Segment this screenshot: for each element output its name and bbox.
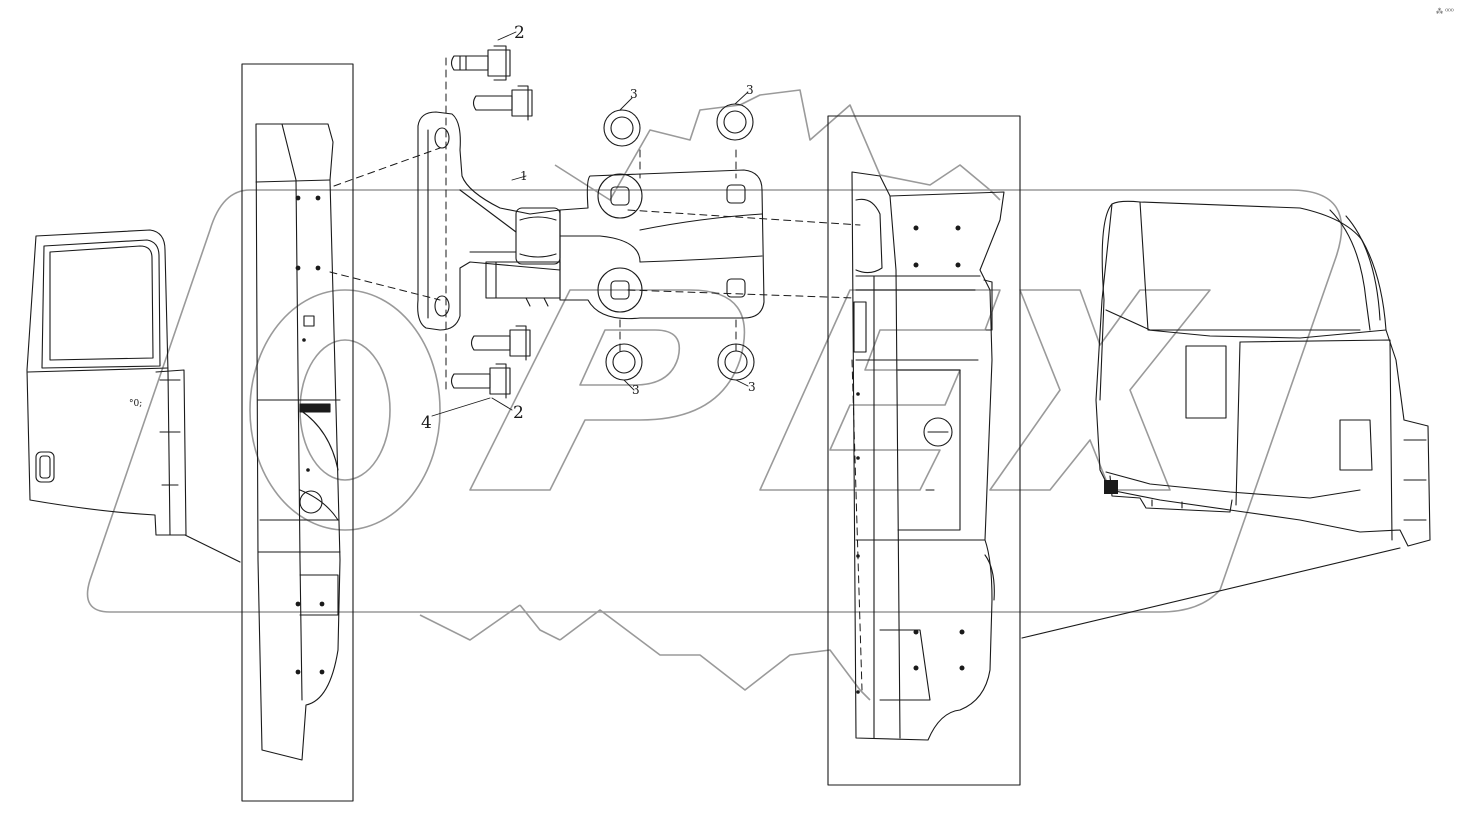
door-leader (184, 534, 241, 563)
bolt-top-2 (472, 85, 533, 121)
bolt-bottom-1 (470, 325, 531, 361)
cab-body (1095, 200, 1431, 547)
callouts: 2 1 3 3 3 3 4 2 ⁂ ⁰⁰⁰ (421, 7, 1454, 433)
watermark-outline (86, 189, 1343, 613)
callout-1: 1 (520, 169, 528, 183)
hinge-plate (559, 169, 765, 320)
hinge-bracket (417, 111, 561, 331)
door-edge-frame (241, 63, 354, 802)
watermark-letter-o (249, 289, 441, 531)
door-window (49, 245, 154, 361)
door-edge-panel (241, 63, 354, 802)
door-outline (26, 229, 171, 536)
callout-3-top-left: 3 (630, 87, 638, 101)
callout-4: 4 (421, 413, 432, 433)
watermark-letter-e (759, 289, 1001, 491)
callout-3-bottom-right: 3 (748, 380, 756, 394)
alignment-lines (329, 57, 863, 691)
nut-top-left (603, 109, 641, 147)
corner-mark: ⁂ ⁰⁰⁰ (1436, 7, 1454, 16)
cab-leader (1021, 547, 1401, 639)
cab-pillar (827, 115, 1401, 786)
bolt-top-1 (450, 45, 511, 81)
bolts (450, 45, 533, 399)
callout-3-top-right: 3 (746, 83, 754, 97)
door-edge-holes (295, 195, 325, 675)
cab-pillar-holes (856, 225, 965, 694)
hinge-plate-holes (597, 173, 746, 313)
callout-2-bottom: 2 (513, 403, 524, 423)
bolt-bottom-2 (450, 363, 511, 399)
nut-top-right (716, 103, 754, 141)
callout-leaders (431, 31, 749, 417)
callout-3-bottom-left: 3 (632, 383, 640, 397)
cab-pillar-frame (827, 115, 1021, 786)
nut-bottom-left (605, 343, 643, 381)
door: °0; (26, 229, 241, 563)
callout-2-top: 2 (514, 23, 525, 43)
watermark-letter-p (469, 289, 746, 491)
watermark-gear (419, 89, 1001, 701)
door-handle (35, 451, 55, 483)
svg-text:°0;: °0; (129, 399, 142, 409)
